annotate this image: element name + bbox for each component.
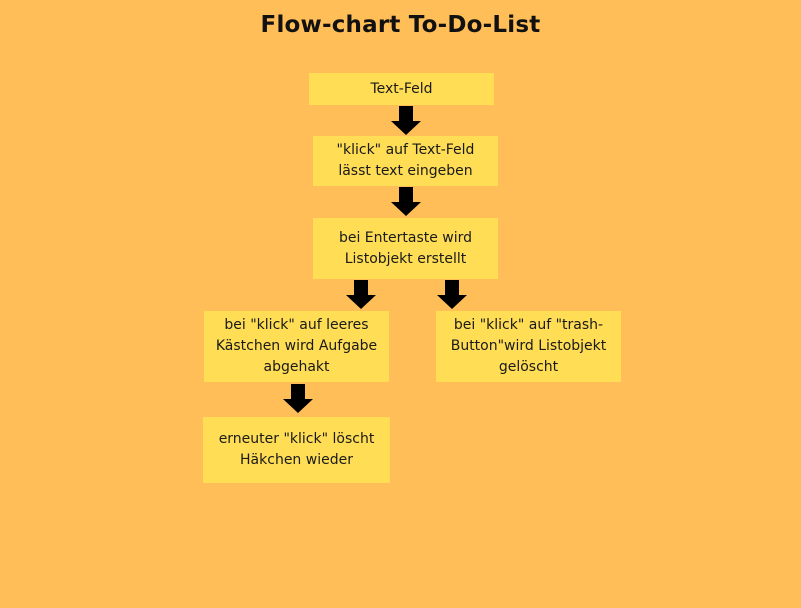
node-click-checkbox: bei "klick" auf leeres Kästchen wird Auf… bbox=[204, 311, 389, 382]
node-click-trash: bei "klick" auf "trash- Button"wird List… bbox=[436, 311, 621, 382]
node-click-trash-line-3: gelöscht bbox=[498, 359, 559, 375]
node-click-trash-line-2: Button"wird Listobjekt bbox=[450, 338, 607, 354]
node-click-checkbox-line-2: Kästchen wird Aufgabe bbox=[215, 338, 378, 354]
node-enter-key: bei Entertaste wird Listobjekt erstellt bbox=[313, 218, 498, 279]
node-click-again-line-1: erneuter "klick" löscht bbox=[218, 431, 375, 447]
arrow-click-to-enter bbox=[390, 187, 422, 217]
node-enter-key-line-1: bei Entertaste wird bbox=[338, 229, 473, 246]
node-enter-key-line-2: Listobjekt erstellt bbox=[344, 250, 467, 267]
node-click-text-field: "klick" auf Text-Feld lässt text eingebe… bbox=[313, 136, 498, 186]
diagram-title: Flow-chart To-Do-List bbox=[260, 12, 541, 38]
node-text-field-line-1: Text-Feld bbox=[370, 80, 433, 97]
arrow-checkbox-to-again bbox=[282, 384, 314, 414]
node-text-field: Text-Feld bbox=[309, 73, 494, 105]
node-click-again: erneuter "klick" löscht Häkchen wieder bbox=[203, 417, 390, 483]
node-click-text-field-line-2: lässt text eingeben bbox=[338, 163, 473, 179]
node-click-again-line-2: Häkchen wieder bbox=[240, 452, 353, 468]
node-click-text-field-line-1: "klick" auf Text-Feld bbox=[336, 142, 475, 158]
node-click-checkbox-line-3: abgehakt bbox=[263, 359, 330, 375]
node-click-trash-line-1: bei "klick" auf "trash- bbox=[453, 317, 604, 333]
arrow-text-field-to-click bbox=[390, 106, 422, 136]
node-click-checkbox-line-1: bei "klick" auf leeres bbox=[224, 317, 369, 333]
arrow-enter-to-checkbox bbox=[345, 280, 377, 310]
arrow-enter-to-trash bbox=[436, 280, 468, 310]
